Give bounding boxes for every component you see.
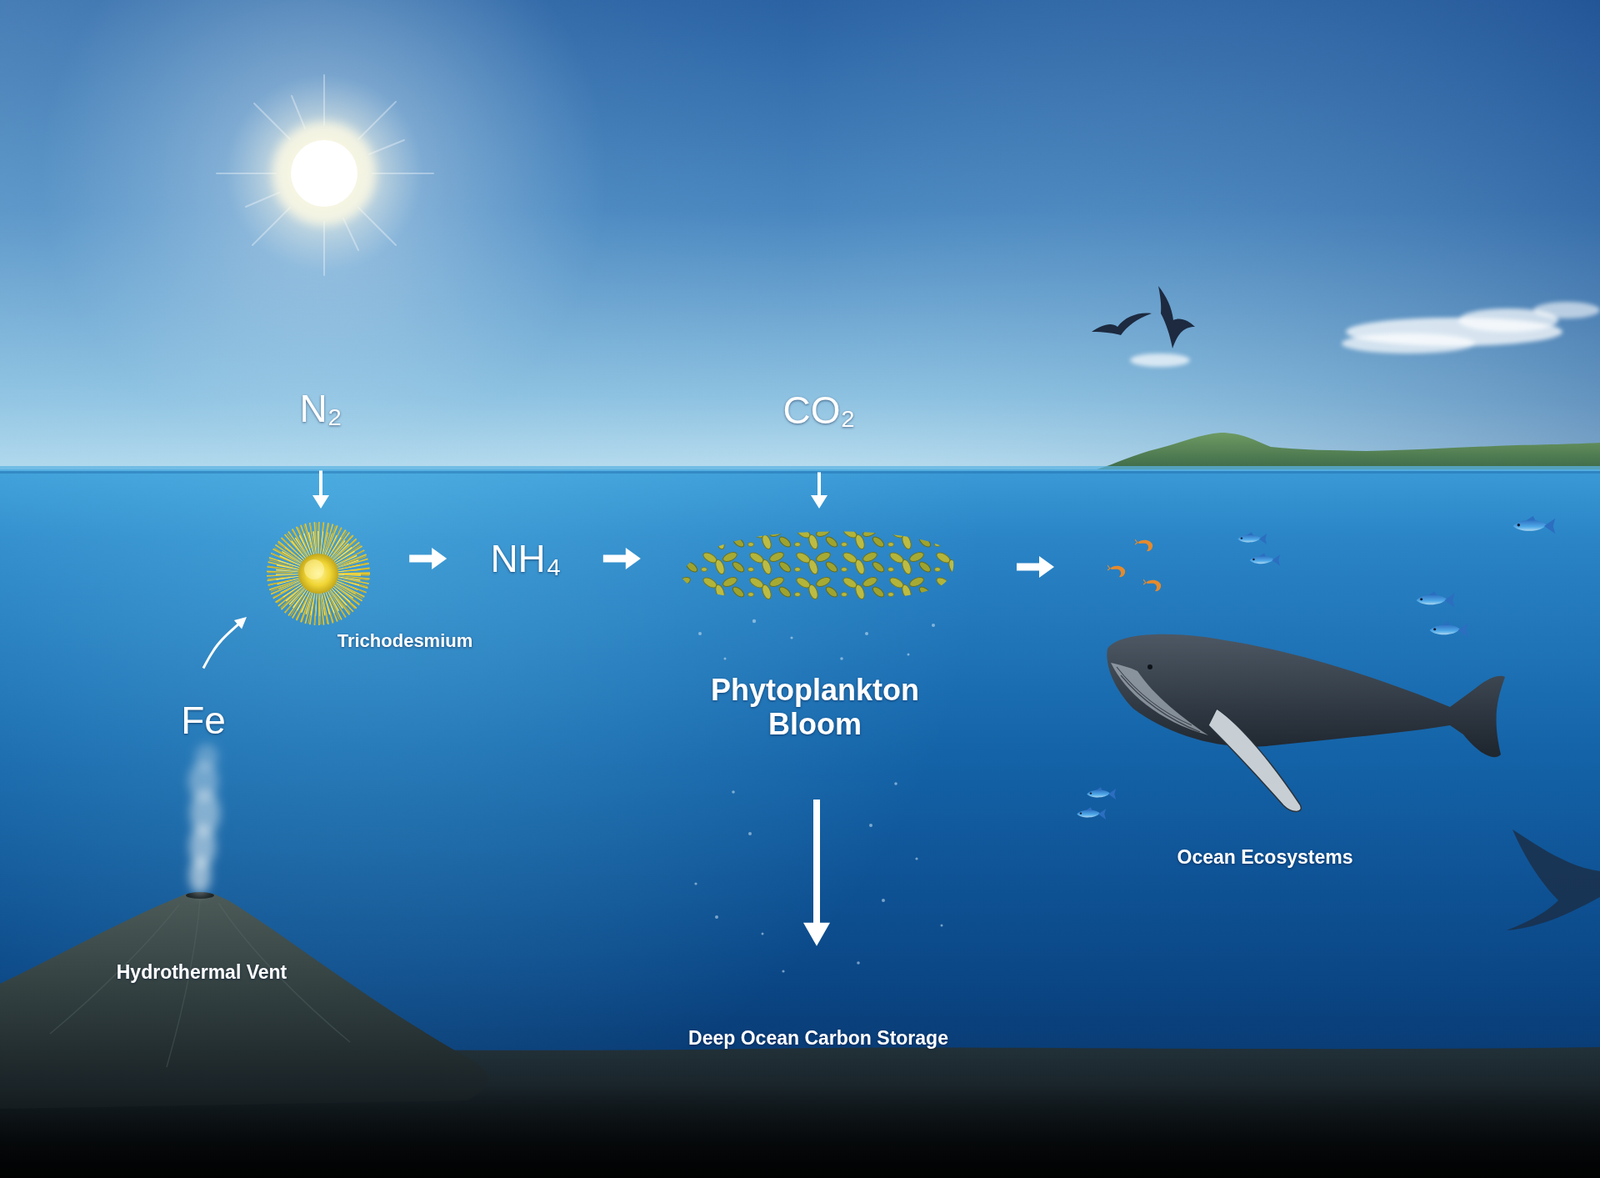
arrow-head (803, 922, 830, 946)
chemical-formula: N₂ (299, 386, 342, 431)
sea-surface (0, 465, 1600, 471)
flow-arrow (409, 547, 447, 570)
sun-halo (272, 121, 376, 225)
chemical-formula: CO₂ (783, 388, 856, 433)
island (1096, 432, 1600, 470)
sinking-particles (694, 619, 943, 973)
arrow-shaft (813, 799, 820, 925)
organism-node: Trichodesmium (267, 522, 370, 625)
element-symbol: Fe (180, 698, 226, 743)
fish-school (1076, 515, 1555, 820)
birds (1091, 285, 1195, 349)
vent-node: Hydrothermal Vent (33, 895, 384, 1055)
deep-shadow (0, 1083, 1600, 1178)
arrow-head (810, 495, 828, 509)
storage-node: Deep Ocean Carbon Storage (685, 1026, 952, 1049)
chemical-formula: NH₄ (490, 536, 561, 581)
vent-plume (188, 743, 220, 894)
ocean-glow (0, 469, 1600, 1178)
flow-arrow (1016, 555, 1055, 578)
vent-label: Hydrothermal Vent (116, 960, 288, 983)
element-node: Fe (177, 698, 230, 743)
sun-glow (0, 0, 1600, 470)
flow-arrow (803, 799, 830, 946)
flow-arrow (312, 470, 330, 509)
chemical-node: NH₄ (486, 536, 565, 581)
vent-cone (0, 893, 489, 1109)
chemical-node: CO₂ (780, 388, 860, 433)
sun (290, 140, 358, 207)
sun-rays (216, 75, 434, 275)
flow-arrow (203, 616, 247, 669)
flow-arrow (810, 471, 828, 509)
clouds (1130, 301, 1600, 367)
arrow-head (431, 547, 447, 570)
humpback-whale (1106, 634, 1505, 812)
ecosystem-node: Ocean Ecosystems (1116, 516, 1600, 834)
organism-label: Trichodesmium (337, 630, 474, 651)
ecosystem-label: Ocean Ecosystems (1177, 845, 1354, 868)
arrow-head (625, 547, 641, 570)
sky (0, 0, 1600, 470)
storage-label: Deep Ocean Carbon Storage (688, 1026, 949, 1049)
arrow-shaft (409, 554, 434, 562)
whale-tail (1506, 829, 1600, 930)
bloom-label: Phytoplankton Bloom (677, 672, 953, 742)
arrow-shaft (1016, 563, 1041, 571)
arrow-shaft (203, 623, 240, 668)
arrow-head (1039, 555, 1055, 578)
shrimps (1107, 539, 1161, 591)
arrow-shaft (817, 471, 821, 496)
bloom-node: Phytoplankton Bloom (679, 530, 955, 603)
arrow-shaft (603, 554, 628, 562)
ocean (0, 469, 1600, 1178)
chemical-node: N₂ (295, 386, 345, 431)
arrow-head (234, 616, 247, 630)
arrow-shaft (319, 470, 323, 496)
phytoplankton-cells (680, 530, 954, 600)
flow-arrow (603, 547, 641, 570)
trichodesmium-colony (275, 530, 362, 617)
arrow-head (312, 495, 330, 509)
sky-shade (0, 0, 1600, 470)
vent-texture (50, 900, 350, 1067)
sea-surface-shade (0, 470, 1600, 474)
